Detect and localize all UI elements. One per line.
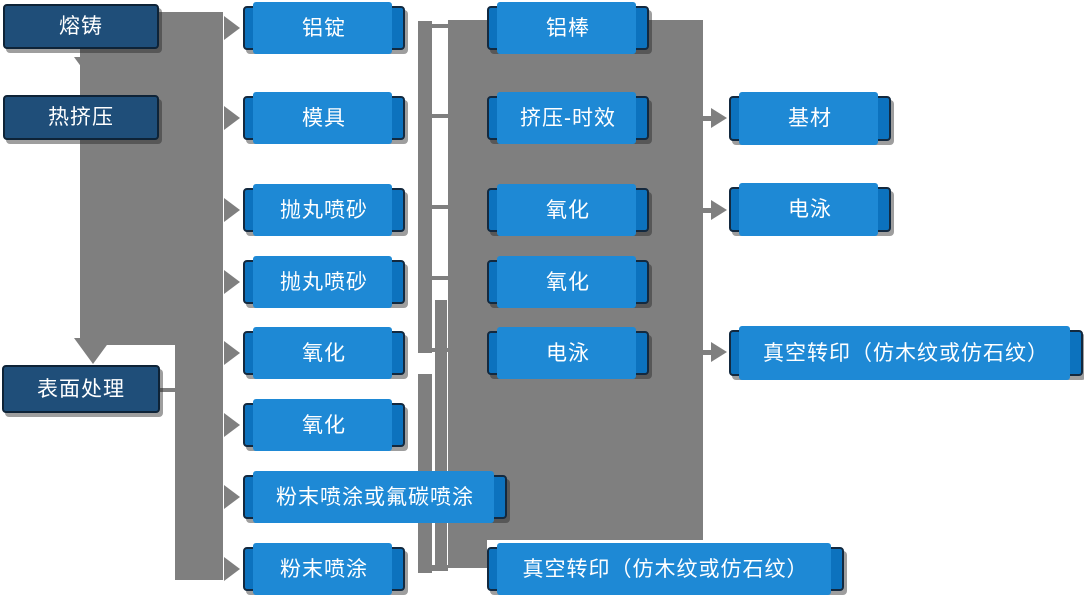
flow-arrow-to-mold bbox=[224, 106, 240, 130]
node-label: 氧化 bbox=[302, 341, 346, 365]
node-label: 真空转印（仿木纹或仿石纹） bbox=[763, 341, 1049, 365]
flow-arrow-to-aluminum-ingot bbox=[224, 16, 240, 40]
connector-tick-row4 bbox=[432, 276, 448, 280]
flow-arrow-down-to-surface-treatment bbox=[74, 338, 112, 364]
node-label: 铝锭 bbox=[302, 16, 346, 40]
connector-tick-row5 bbox=[432, 348, 448, 352]
connector-stem-to-base-material bbox=[703, 116, 712, 121]
node-mold: 模具 bbox=[243, 92, 405, 144]
node-shot-blasting-2: 抛丸喷砂 bbox=[243, 256, 405, 308]
node-vacuum-transfer-print-right: 真空转印（仿木纹或仿石纹） bbox=[729, 326, 1083, 380]
node-vacuum-transfer-print-bottom: 真空转印（仿木纹或仿石纹） bbox=[487, 543, 844, 595]
node-label: 氧化 bbox=[546, 270, 590, 294]
node-melting-casting: 熔铸 bbox=[3, 4, 159, 49]
connector-surface-link bbox=[160, 388, 176, 392]
connector-tick-row2 bbox=[432, 114, 448, 118]
flow-arrow-to-powder-coating bbox=[224, 557, 240, 581]
node-base-material: 基材 bbox=[729, 92, 891, 145]
node-oxidation-3: 氧化 bbox=[487, 184, 649, 236]
node-label: 氧化 bbox=[546, 198, 590, 222]
node-electrophoresis-2: 电泳 bbox=[729, 183, 891, 236]
flow-arrow-to-shot-blasting-1 bbox=[224, 198, 240, 222]
flow-arrow-to-shot-blasting-2 bbox=[224, 270, 240, 294]
flow-arrow-to-oxidation-2 bbox=[224, 413, 240, 437]
node-shot-blasting-1: 抛丸喷砂 bbox=[243, 184, 405, 236]
node-label: 表面处理 bbox=[37, 377, 125, 401]
connector-stem-to-electrophoresis bbox=[703, 208, 712, 213]
node-label: 氧化 bbox=[302, 413, 346, 437]
node-hot-extrusion: 热挤压 bbox=[3, 95, 159, 140]
node-powder-or-fluorocarbon-coating: 粉末喷涂或氟碳喷涂 bbox=[243, 471, 507, 523]
flow-arrow-to-electrophoresis bbox=[711, 200, 727, 220]
flow-arrow-to-base-material bbox=[711, 108, 727, 128]
node-label: 粉末喷涂 bbox=[280, 557, 368, 581]
connector-mid-bar-upper bbox=[418, 21, 432, 353]
connector-tick-row1 bbox=[432, 24, 448, 28]
flow-arrow-down-to-hot-extrusion bbox=[74, 57, 112, 83]
node-surface-treatment: 表面处理 bbox=[2, 365, 160, 413]
node-label: 铝棒 bbox=[546, 16, 590, 40]
node-oxidation-4: 氧化 bbox=[487, 256, 649, 308]
connector-tick-row3 bbox=[432, 205, 448, 209]
node-label: 热挤压 bbox=[48, 106, 114, 129]
connector-surface-band bbox=[175, 340, 223, 580]
node-aluminum-rod: 铝棒 bbox=[487, 2, 649, 54]
node-electrophoresis-1: 电泳 bbox=[487, 327, 649, 379]
node-label: 电泳 bbox=[546, 341, 590, 365]
node-oxidation-2: 氧化 bbox=[243, 399, 405, 451]
node-label: 抛丸喷砂 bbox=[280, 198, 368, 222]
connector-big-block-foot bbox=[448, 540, 487, 568]
node-label: 电泳 bbox=[788, 198, 832, 221]
node-label: 模具 bbox=[302, 106, 346, 130]
node-extrusion-aging: 挤压-时效 bbox=[487, 92, 649, 144]
connector-stem-to-vacuum-transfer bbox=[703, 350, 712, 355]
node-label: 真空转印（仿木纹或仿石纹） bbox=[522, 557, 809, 581]
connector-tick-bottom bbox=[427, 565, 448, 571]
flow-arrow-to-oxidation-1 bbox=[224, 341, 240, 365]
node-powder-coating: 粉末喷涂 bbox=[243, 543, 405, 595]
node-aluminum-ingot: 铝锭 bbox=[243, 2, 405, 54]
node-label: 挤压-时效 bbox=[520, 106, 616, 130]
node-oxidation-1: 氧化 bbox=[243, 327, 405, 379]
flow-arrow-to-vacuum-transfer bbox=[711, 342, 727, 362]
connector-mid-bar-right bbox=[435, 300, 447, 568]
node-label: 基材 bbox=[788, 107, 832, 130]
node-label: 粉末喷涂或氟碳喷涂 bbox=[276, 485, 474, 509]
flow-arrow-to-powder-fluorocarbon bbox=[224, 485, 240, 509]
node-label: 抛丸喷砂 bbox=[280, 270, 368, 294]
node-label: 熔铸 bbox=[59, 15, 103, 38]
